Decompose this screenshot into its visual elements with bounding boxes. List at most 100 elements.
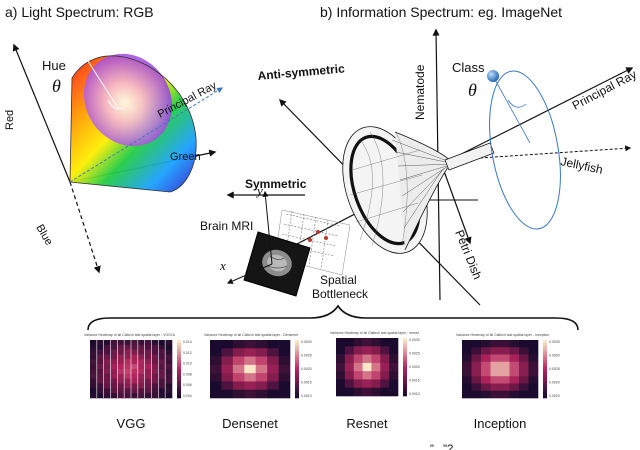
heatmap-cell [362, 387, 372, 397]
heatmap-colorbar-segment [295, 348, 299, 352]
heatmap-colorbar-tick: 0.0030 [549, 354, 560, 358]
heatmap-cell [371, 346, 381, 355]
heatmap-colorbar-segment [543, 383, 547, 387]
heatmap-colorbar-segment [403, 390, 407, 394]
heatmap-cell [490, 369, 501, 377]
cone-outline [69, 55, 197, 193]
heatmap-colorbar-segment [177, 342, 181, 347]
heatmap-cell [371, 379, 381, 389]
heatmap-cell [131, 359, 139, 365]
heatmap-cell [278, 381, 291, 391]
heatmap-colorbar-segment [295, 340, 299, 344]
heatmap-cell [380, 379, 390, 389]
heatmap-cell [96, 344, 104, 350]
heatmap-cell [389, 387, 399, 397]
heatmap-cell [144, 354, 152, 360]
heatmap-cell [165, 364, 173, 370]
heatmap-cell [90, 378, 98, 384]
heatmap-colorbar-segment [177, 369, 181, 373]
heatmap-cell [371, 362, 381, 372]
heatmap-title: Variance Heatmap of all Caltech last spa… [204, 333, 298, 337]
heatmap-cell [490, 361, 501, 370]
heatmap-cell [221, 381, 234, 391]
heatmap-colorbar-tick: 0.006 [183, 383, 192, 387]
heatmap-cell [110, 393, 118, 399]
heatmap-cell [158, 383, 166, 389]
heatmap-cell [90, 369, 98, 375]
heatmap-colorbar-segment [403, 358, 407, 362]
heatmap-colorbar-segment [295, 377, 299, 381]
blue-axis-label: Blue [33, 223, 54, 248]
heatmap-cell [500, 383, 510, 392]
heatmap-label-resnet: Resnet [346, 416, 388, 431]
heatmap-cell [255, 381, 268, 391]
heatmap-cell [232, 340, 245, 349]
heatmap-cell [528, 383, 539, 392]
heatmap-cell [151, 354, 159, 360]
heatmap-colorbar-segment [177, 357, 181, 361]
petri-dish-axis [439, 159, 472, 245]
heatmap-cell [267, 389, 279, 399]
heatmap-cell [371, 371, 381, 380]
heatmap-cell [380, 371, 390, 380]
heatmap-cell [519, 354, 529, 363]
x-axis [226, 263, 273, 284]
heatmap-cell [117, 354, 125, 360]
y-axis-label: y [255, 183, 263, 198]
heatmap-label-vgg: VGG [117, 416, 146, 431]
heatmap-colorbar-segment [543, 340, 547, 344]
footer-fragment: "..."? [430, 443, 453, 450]
heatmap-colorbar-segment [543, 369, 547, 373]
heatmap-cell [110, 373, 118, 379]
heatmap-cell [165, 349, 173, 355]
heatmap-cell [117, 369, 125, 375]
heatmap-cell [131, 383, 139, 389]
heatmap-colorbar-segment [543, 342, 547, 347]
heatmap-colorbar-tick: 0.0015 [409, 379, 420, 383]
information-cone [342, 126, 453, 254]
heatmap-cell [158, 373, 166, 379]
heatmap-colorbar-segment [403, 387, 407, 391]
heatmap-cell [232, 381, 245, 391]
hue-theta-label: θ [52, 76, 61, 96]
heatmap-cell [144, 340, 152, 346]
heatmap-cell [221, 340, 234, 349]
heatmap-cell [158, 378, 166, 384]
heatmap-cell [165, 393, 173, 399]
spatial-bottleneck-label-1: Spatial [320, 273, 357, 287]
heatmap-colorbar-tick: 0.0025 [301, 354, 312, 358]
heatmap-cell [336, 362, 346, 372]
heatmap-cell [471, 369, 482, 377]
heatmap-cell [389, 362, 399, 372]
heatmap-cell [278, 348, 291, 357]
heatmap-title: Variance Heatmap of all Caltech last spa… [330, 331, 419, 335]
heatmap-colorbar-segment [295, 380, 299, 384]
heatmap-cell [151, 349, 159, 355]
heatmap-cell [137, 349, 145, 355]
heatmap-cell [103, 378, 111, 384]
heatmap-cell [481, 383, 491, 392]
heatmap-cell [500, 340, 510, 348]
heatmap-cell [380, 338, 390, 347]
heatmap-cell [528, 390, 539, 399]
heatmap-cell [96, 373, 104, 379]
heatmap-cell [144, 364, 152, 370]
heatmap-colorbar-segment [543, 360, 547, 364]
heatmap-cell [353, 338, 363, 347]
heatmap-cell [221, 373, 234, 382]
heatmap-cell [481, 376, 491, 384]
heatmap-colorbar-segment [543, 386, 547, 390]
heatmap-cell [481, 361, 491, 370]
heatmap-cell [131, 340, 139, 346]
heatmap-colorbar-tick: 0.0025 [549, 367, 560, 371]
heatmap-cell [210, 381, 222, 391]
heatmap-cell [389, 379, 399, 389]
heatmap-cell [336, 387, 346, 397]
heatmap-cell [90, 373, 98, 379]
heatmap-cell [117, 378, 125, 384]
heatmap-cell [103, 388, 111, 394]
heatmap-cell [481, 347, 491, 355]
heatmap-row: Variance Heatmap of all Caltech last spa… [84, 331, 560, 431]
heatmap-cell [158, 393, 166, 399]
heatmap-cell [371, 387, 381, 397]
